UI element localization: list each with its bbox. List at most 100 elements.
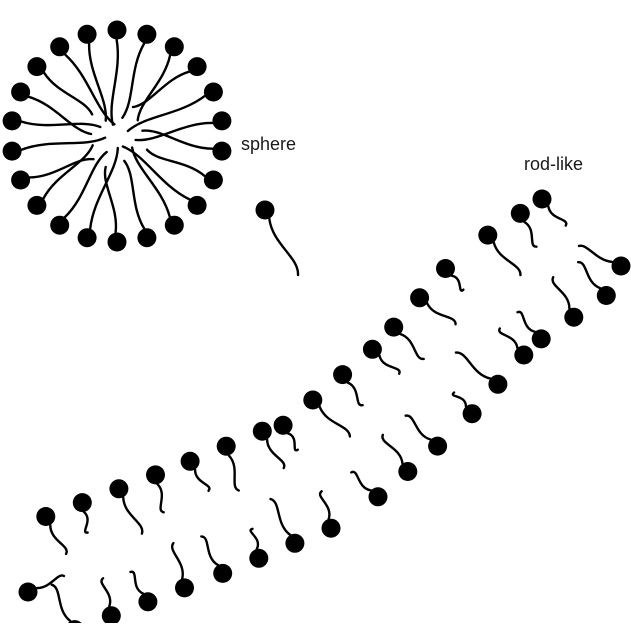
hydrophilic-head bbox=[488, 375, 507, 394]
hydrophilic-head bbox=[213, 564, 232, 583]
rod-molecule-lower bbox=[274, 416, 298, 450]
hydrophobic-tail bbox=[158, 484, 164, 512]
hydrophobic-tail bbox=[123, 497, 142, 533]
hydrophobic-tail bbox=[124, 161, 144, 229]
rod-molecule-lower bbox=[73, 493, 92, 533]
hydrophilic-head bbox=[11, 171, 30, 190]
sphere-molecule bbox=[147, 150, 223, 190]
hydrophilic-head bbox=[109, 479, 128, 498]
hydrophilic-head bbox=[285, 534, 304, 553]
hydrophobic-tail bbox=[456, 353, 491, 379]
sphere-molecule bbox=[50, 152, 106, 235]
hydrophilic-head bbox=[514, 346, 533, 365]
hydrophobic-tail bbox=[90, 148, 118, 229]
rod-molecule-upper bbox=[52, 585, 85, 623]
hydrophilic-head bbox=[212, 111, 231, 130]
hydrophilic-head bbox=[322, 519, 341, 538]
hydrophilic-head bbox=[19, 583, 38, 602]
hydrophobic-tail bbox=[37, 575, 64, 588]
hydrophobic-tail bbox=[142, 131, 212, 149]
hydrophobic-tail bbox=[380, 356, 400, 374]
hydrophilic-head bbox=[428, 437, 447, 456]
hydrophobic-tail bbox=[453, 393, 466, 407]
hydrophilic-head bbox=[78, 25, 97, 44]
hydrophilic-head bbox=[612, 257, 631, 276]
rod-molecule-lower bbox=[333, 365, 363, 405]
hydrophobic-tail bbox=[382, 435, 402, 464]
hydrophilic-head bbox=[217, 437, 236, 456]
hydrophobic-tail bbox=[427, 303, 455, 324]
hydrophobic-tail bbox=[320, 491, 329, 519]
hydrophobic-tail bbox=[201, 536, 218, 565]
hydrophilic-head bbox=[165, 216, 184, 235]
hydrophobic-tail bbox=[348, 383, 363, 406]
rod-molecule-upper bbox=[578, 262, 616, 305]
hydrophilic-head bbox=[274, 416, 293, 435]
hydrophobic-tail bbox=[138, 55, 170, 120]
rod-molecule-upper bbox=[406, 416, 447, 456]
hydrophilic-head bbox=[36, 507, 55, 526]
hydrophobic-tail bbox=[553, 277, 570, 309]
hydrophobic-tail bbox=[251, 529, 258, 549]
hydrophilic-head bbox=[27, 57, 46, 76]
hydrophilic-head bbox=[108, 21, 127, 40]
rod-molecule-lower bbox=[36, 507, 66, 554]
hydrophilic-head bbox=[597, 286, 616, 305]
sphere-molecule bbox=[27, 145, 92, 215]
rod-molecule-upper bbox=[249, 529, 268, 568]
rod-molecule-lower bbox=[303, 391, 350, 437]
hydrophobic-tail bbox=[269, 219, 298, 276]
sphere-label: sphere bbox=[241, 134, 296, 155]
rod-molecule-lower bbox=[181, 452, 210, 491]
hydrophilic-head bbox=[50, 37, 69, 56]
hydrophilic-head bbox=[50, 216, 69, 235]
rod-molecule-upper bbox=[131, 572, 158, 612]
hydrophilic-head bbox=[532, 329, 551, 348]
hydrophilic-head bbox=[253, 422, 272, 441]
hydrophilic-head bbox=[303, 391, 322, 410]
sphere-molecule bbox=[133, 57, 207, 107]
rod-molecule-upper bbox=[453, 393, 482, 424]
rod-molecule-lower bbox=[146, 465, 165, 512]
hydrophilic-head bbox=[137, 25, 156, 44]
rod-molecule-upper bbox=[201, 536, 232, 583]
rod-molecule-upper bbox=[553, 277, 584, 327]
hydrophilic-head bbox=[165, 37, 184, 56]
hydrophilic-head bbox=[138, 592, 157, 611]
hydrophobic-tail bbox=[195, 469, 209, 491]
spherical-micelle bbox=[3, 21, 232, 252]
free-surfactant-molecule bbox=[256, 201, 299, 276]
hydrophilic-head bbox=[102, 606, 121, 623]
hydrophobic-tail bbox=[131, 572, 144, 594]
hydrophilic-head bbox=[204, 83, 223, 102]
sphere-molecule bbox=[136, 111, 232, 140]
hydrophobic-tail bbox=[22, 122, 101, 127]
hydrophilic-head bbox=[398, 462, 417, 481]
sphere-molecule bbox=[3, 111, 101, 130]
hydrophilic-head bbox=[212, 142, 231, 161]
hydrophobic-tail bbox=[548, 206, 566, 226]
hydrophilic-head bbox=[363, 340, 382, 359]
rod-molecule-upper bbox=[351, 472, 387, 506]
hydrophilic-head bbox=[3, 111, 22, 130]
rod-like-label: rod-like bbox=[524, 154, 583, 175]
rod-molecule-lower bbox=[109, 479, 142, 533]
hydrophobic-tail bbox=[229, 455, 239, 490]
hydrophilic-head bbox=[533, 190, 552, 209]
hydrophilic-head bbox=[369, 487, 388, 506]
hydrophobic-tail bbox=[271, 499, 291, 535]
rod-molecule-upper bbox=[456, 353, 508, 394]
rod-molecule-upper bbox=[172, 543, 194, 597]
hydrophilic-head bbox=[11, 83, 30, 102]
hydrophilic-head bbox=[146, 465, 165, 484]
hydrophobic-tail bbox=[499, 329, 517, 349]
hydrophilic-head bbox=[333, 365, 352, 384]
hydrophobic-tail bbox=[172, 543, 183, 579]
sphere-molecule bbox=[108, 21, 127, 125]
rod-molecule-lower bbox=[217, 437, 239, 491]
hydrophilic-head bbox=[249, 549, 268, 568]
hydrophobic-tail bbox=[89, 44, 106, 121]
rod-molecule-upper bbox=[518, 312, 551, 349]
hydrophilic-head bbox=[73, 493, 92, 512]
